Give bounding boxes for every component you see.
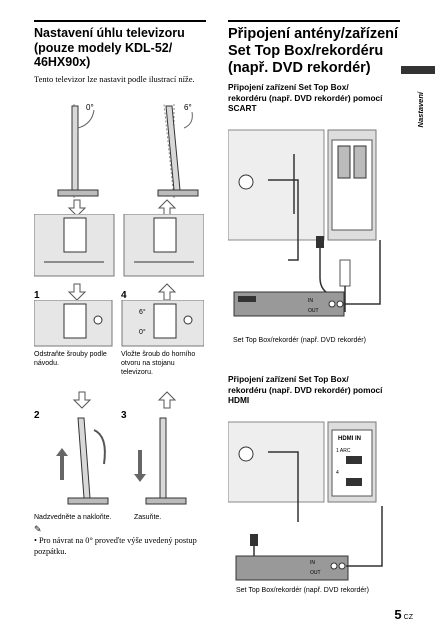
heading-rule-left <box>34 20 206 22</box>
page-suffix: CZ <box>403 614 413 621</box>
arrow-row-2 <box>67 283 177 300</box>
hdmi-port-4: 4 <box>336 470 339 476</box>
step-1-caption: Odstraňte šrouby podle návodu. <box>34 351 107 367</box>
note-pencil-icon: ✎ <box>34 524 42 534</box>
step-4-number: 4 <box>121 290 127 301</box>
step4-0-label: 0° <box>139 328 146 336</box>
angle-0-label: 0° <box>86 103 94 112</box>
scart-diagram: IN OUT <box>228 129 381 317</box>
scart-heading: Připojení zařízení Set Top Box/ rekordér… <box>228 82 383 113</box>
side-tab-bar <box>401 66 435 74</box>
scart-port-in: IN <box>308 298 313 304</box>
step4-6-label: 6° <box>139 308 146 316</box>
step-2-caption: Nadzvedněte a nakloňte. <box>34 514 112 521</box>
section-heading-connection: Připojení antény/zařízení Set Top Box/re… <box>228 26 399 76</box>
step-2-3-illustration <box>56 391 187 505</box>
step-2-number: 2 <box>34 410 40 421</box>
step-4-caption: Vložte šroub do horního otvoru na stojan… <box>121 351 196 376</box>
hdmi-port-arc: 1 ARC <box>336 448 351 454</box>
side-tab-label: Nastavení <box>416 92 425 128</box>
page-number-value: 5 <box>394 607 402 622</box>
scart-caption: Set Top Box/rekordér (např. DVD rekordér… <box>233 337 366 344</box>
step-3-caption: Zasuňte. <box>134 514 162 521</box>
section-heading-tv-angle: Nastavení úhlu televizoru (pouze modely … <box>34 26 185 69</box>
hdmi-port-in: IN <box>310 560 315 566</box>
hdmi-caption: Set Top Box/rekordér (např. DVD rekordér… <box>236 587 369 594</box>
hdmi-logo: HDMI IN <box>338 436 361 442</box>
angle-6-label: 6° <box>184 103 192 112</box>
step-3-number: 3 <box>121 410 127 421</box>
step-1-number: 1 <box>34 290 40 301</box>
scart-port-out: OUT <box>308 308 319 314</box>
bullet: • <box>34 536 39 545</box>
angle-illustration: 0° 6° <box>34 98 204 204</box>
intro-text: Tento televizor lze nastavit podle ilust… <box>34 74 195 84</box>
step-1-4-illustration: 6° 0° <box>34 300 204 347</box>
note-bullet-text: Pro návrat na 0° proveďte výše uvedený p… <box>34 536 197 556</box>
heading-rule-right <box>228 20 400 22</box>
note-text: • Pro návrat na 0° proveďte výše uvedený… <box>34 536 204 557</box>
hdmi-port-out: OUT <box>310 570 321 576</box>
hdmi-heading: Připojení zařízení Set Top Box/ rekordér… <box>228 374 383 405</box>
stand-closeups <box>34 214 204 277</box>
hdmi-diagram: HDMI IN 1 ARC 4 IN OUT <box>228 421 383 581</box>
